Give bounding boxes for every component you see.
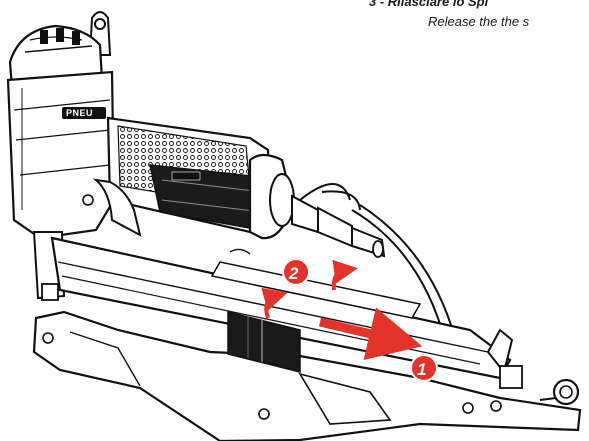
- step-badge-2: 2: [282, 258, 310, 286]
- air-hose: [299, 183, 456, 341]
- tool-head-cap: [8, 24, 104, 90]
- base-plate: [32, 310, 582, 441]
- step-number-1: 1: [417, 360, 426, 379]
- rotate-arrow-right: [331, 259, 358, 291]
- rotate-arrow-left: [261, 287, 288, 319]
- instruction-step3-subtitle: Release the the s: [428, 14, 530, 29]
- brand-label-head: PNEU: [66, 108, 93, 118]
- air-fitting: [248, 153, 386, 258]
- nail-strip: [227, 311, 301, 373]
- step-number-2: 2: [288, 264, 299, 283]
- hanging-ring: [539, 378, 580, 406]
- slide-arrow: [318, 307, 423, 361]
- trigger: [82, 178, 142, 237]
- latch-lever: [486, 328, 523, 389]
- tool-body: PNEU: [6, 70, 116, 240]
- step-badge-1: 1: [410, 354, 438, 382]
- instruction-step3-title: 3 - Rilasciare lo Spi: [369, 0, 489, 9]
